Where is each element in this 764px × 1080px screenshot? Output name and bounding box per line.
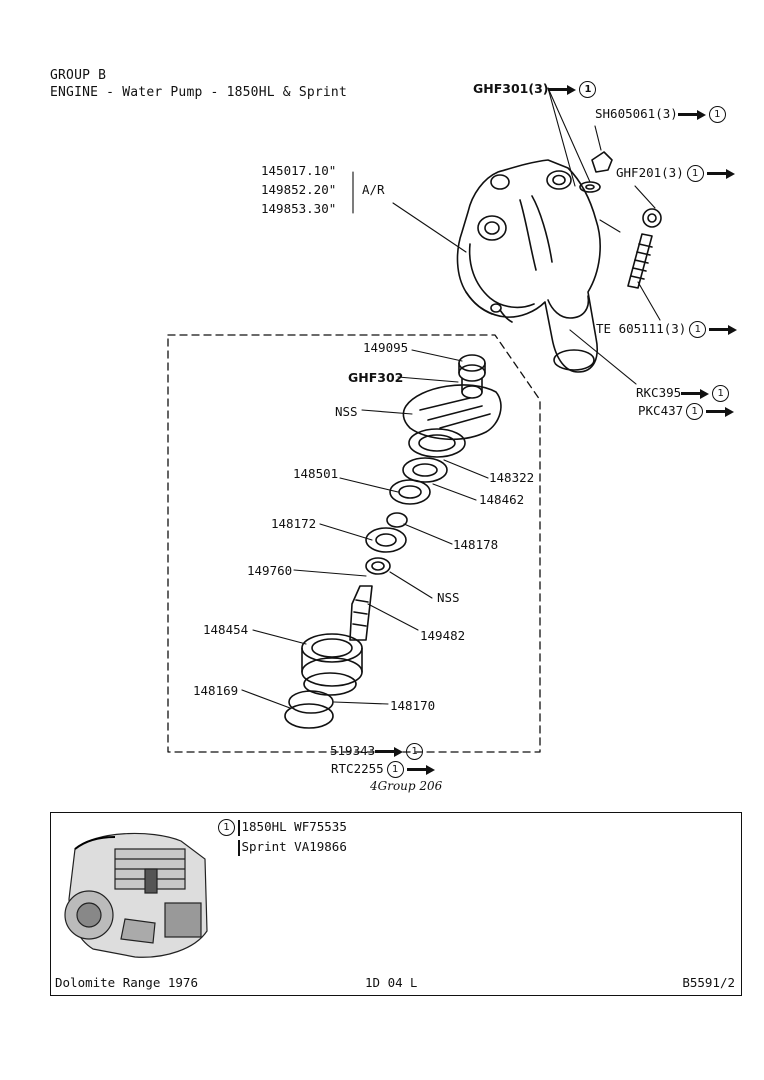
callout-148501: 148501 [293, 466, 339, 481]
callout-pkc437-text: PKC437 [638, 403, 684, 418]
footer-page-code-text: 1D 04 [365, 975, 403, 990]
callout-148462: 148462 [479, 492, 525, 507]
ref-mark-circle: 1 [686, 165, 704, 182]
legend-box: 1 1850HL WF75535 Sprint VA19866 Dolomite … [50, 812, 742, 996]
callout-housing-149853: 149853.30" [261, 201, 337, 216]
page-title: ENGINE - Water Pump - 1850HL & Sprint [50, 85, 347, 100]
callout-nss-mid: NSS [437, 590, 460, 605]
arrow-right-icon [706, 406, 735, 417]
callout-ghf301-text: GHF301(3) [473, 81, 549, 96]
engine-thumbnail-image [64, 832, 208, 958]
callout-519343-text: 519343 [330, 743, 376, 758]
callout-ghf201-text: GHF201(3) [616, 165, 684, 180]
subassembly-dashed-box [167, 334, 541, 753]
ref-mark-circle: 1 [686, 403, 704, 420]
callout-housing-145017: 145017.10" [261, 163, 337, 178]
callout-ar: A/R [362, 182, 385, 197]
housing-fasteners-shapes [579, 151, 662, 289]
ref-mark-circle: 1 [579, 81, 597, 98]
callout-149482: 149482 [420, 628, 466, 643]
ref-mark-circle: 1 [689, 321, 707, 338]
legend-line-2: Sprint VA19866 [215, 837, 347, 857]
legend-text-1850hl: 1850HL WF75535 [241, 819, 347, 834]
ref-mark-circle: 1 [218, 819, 235, 836]
callout-rkc395: RKC395 1 [636, 385, 732, 402]
handwritten-note: 4Group 206 [370, 779, 443, 793]
callout-148178: 148178 [453, 537, 499, 552]
callout-519343: 519343 1 [330, 743, 426, 760]
callout-te605111-text: TE 605111(3) [596, 321, 687, 336]
callout-148454: 148454 [203, 622, 249, 637]
callout-148322: 148322 [489, 470, 535, 485]
footer-ref: B5591/2 [682, 975, 735, 990]
callout-ghf301: GHF301(3) 1 [473, 81, 599, 98]
arrow-right-icon [406, 764, 435, 775]
impeller-assembly-shapes [284, 354, 502, 729]
callout-148170: 148170 [390, 698, 436, 713]
callout-sh605061-text: SH605061(3) [595, 106, 678, 121]
callout-149095: 149095 [363, 340, 409, 355]
callout-148169: 148169 [193, 683, 239, 698]
ref-mark-circle: 1 [406, 743, 424, 760]
arrow-right-icon [706, 168, 735, 179]
footer-range: Dolomite Range 1976 [55, 975, 198, 990]
callout-housing-149852: 149852.20" [261, 182, 337, 197]
legend-entries: 1 1850HL WF75535 Sprint VA19866 [215, 817, 347, 857]
callout-te605111: TE 605111(3)1 [596, 321, 738, 338]
arrow-right-icon [681, 388, 710, 399]
callout-ghf302: GHF302 [348, 370, 404, 385]
pump-housing-shape [456, 159, 601, 373]
group-label: GROUP B [50, 68, 107, 83]
callout-sh605061: SH605061(3) 1 [595, 106, 729, 123]
callout-nss-top: NSS [335, 404, 358, 419]
arrow-right-icon [375, 746, 404, 757]
callout-rkc395-text: RKC395 [636, 385, 682, 400]
leader-lines [241, 87, 661, 709]
arrow-right-icon [548, 84, 577, 95]
legend-divider [238, 819, 240, 836]
callout-148172: 148172 [271, 516, 317, 531]
ref-mark-circle: 1 [712, 385, 730, 402]
legend-line-1: 1 1850HL WF75535 [215, 817, 347, 837]
callout-149760: 149760 [247, 563, 293, 578]
ref-mark-circle: 1 [386, 761, 404, 778]
arrow-right-icon [709, 324, 738, 335]
legend-divider [238, 839, 240, 856]
arrow-right-icon [677, 109, 706, 120]
ref-mark-circle: 1 [708, 106, 726, 123]
footer-page-code: 1D 04 L [365, 975, 417, 990]
legend-text-sprint: Sprint VA19866 [241, 839, 347, 854]
footer-page-suffix: L [410, 976, 417, 990]
callout-rtc2255-text: RTC2255 [331, 761, 384, 776]
callout-ghf201: GHF201(3)1 [616, 165, 735, 182]
